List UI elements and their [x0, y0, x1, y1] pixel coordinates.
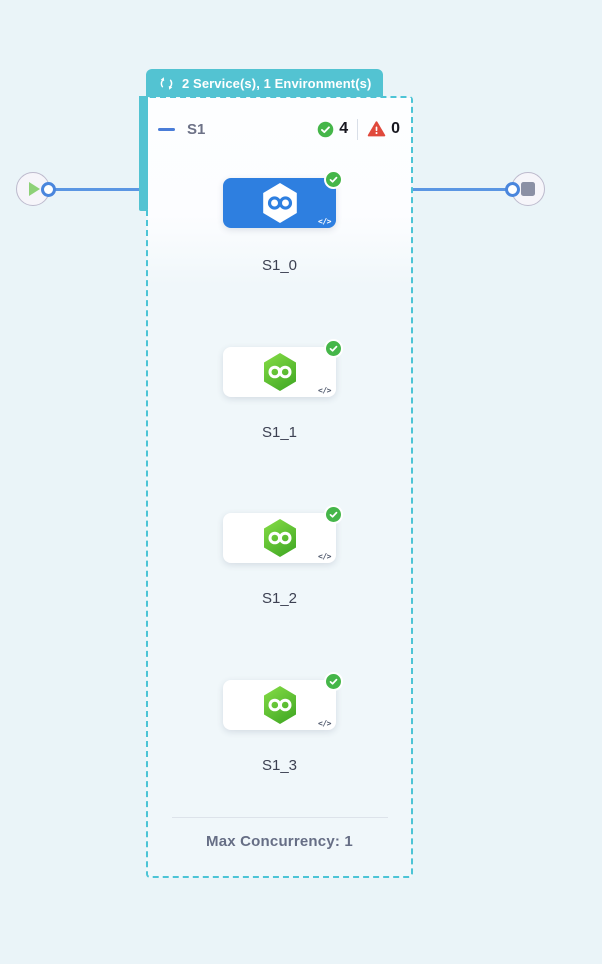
service-node-card[interactable]: </> — [223, 170, 343, 228]
hexagon-service-icon — [263, 686, 296, 724]
max-concurrency-label: Max Concurrency: 1 — [206, 833, 353, 850]
stage-header[interactable]: S1 4 0 — [158, 115, 400, 143]
success-count: 4 — [339, 120, 349, 137]
service-node-label: S1_1 — [261, 424, 298, 441]
service-node-card[interactable]: </> — [223, 339, 343, 397]
stage-services-label: 2 Service(s), 1 Environment(s) — [182, 75, 372, 91]
stage-name: S1 — [187, 120, 206, 138]
footer-divider — [172, 817, 388, 818]
connector-dot-right — [505, 182, 520, 197]
service-node-card[interactable]: </> — [223, 672, 343, 730]
check-icon — [317, 121, 334, 137]
service-node-label: S1_0 — [261, 257, 298, 274]
hexagon-service-icon — [262, 183, 297, 223]
connector-line-left — [46, 188, 142, 191]
stage-services-tab[interactable]: 2 Service(s), 1 Environment(s) — [146, 69, 384, 97]
count-divider — [357, 118, 359, 140]
status-check-badge — [324, 170, 343, 189]
service-node-label: S1_2 — [261, 590, 298, 607]
stage-accent-bar — [139, 96, 148, 211]
status-check-badge — [324, 339, 343, 358]
code-template-icon: </> — [318, 719, 331, 728]
service-node-label: S1_3 — [261, 757, 298, 774]
connector-dot-left — [41, 182, 56, 197]
hexagon-service-icon — [263, 353, 296, 391]
check-icon — [329, 345, 338, 352]
stop-icon — [521, 182, 535, 196]
check-icon — [329, 511, 338, 518]
code-template-icon: </> — [318, 217, 331, 226]
service-node-card[interactable]: </> — [223, 505, 343, 563]
play-icon — [29, 182, 40, 196]
check-icon — [329, 176, 338, 183]
collapse-minus-icon[interactable] — [158, 127, 175, 131]
error-count: 0 — [391, 120, 400, 137]
check-icon — [329, 678, 338, 685]
code-template-icon: </> — [318, 386, 331, 395]
connector-line-right — [412, 188, 508, 191]
warning-icon — [367, 121, 386, 137]
status-check-badge — [324, 672, 343, 691]
loop-icon — [160, 76, 173, 90]
code-template-icon: </> — [318, 552, 331, 561]
status-check-badge — [324, 505, 343, 524]
hexagon-service-icon — [263, 519, 296, 557]
